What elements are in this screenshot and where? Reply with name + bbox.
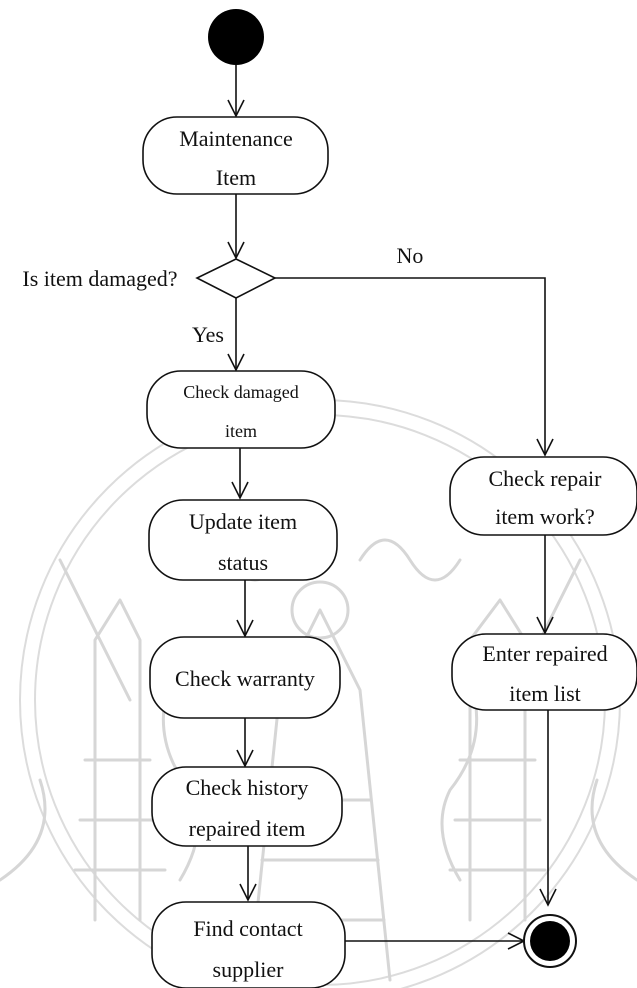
activity-label: status bbox=[218, 550, 268, 575]
no-label: No bbox=[397, 243, 424, 268]
edge-decision-no bbox=[275, 277, 554, 457]
flow-edges bbox=[227, 65, 557, 950]
activity-label: Check damaged bbox=[183, 382, 298, 402]
activity-check-history: Check history repaired item bbox=[151, 766, 343, 847]
activity-check-warranty: Check warranty bbox=[149, 636, 341, 719]
activity-maintenance-item: Maintenance Item bbox=[142, 116, 329, 195]
activity-find-contact-supplier: Find contact supplier bbox=[151, 901, 346, 988]
activity-label: Check repair bbox=[489, 466, 603, 491]
activity-label: item bbox=[225, 421, 257, 441]
activity-label: Check history bbox=[186, 775, 309, 800]
activity-label: Update item bbox=[189, 509, 297, 534]
activity-label: Maintenance bbox=[179, 126, 293, 151]
end-node bbox=[523, 914, 577, 968]
decision-question: Is item damaged? bbox=[22, 266, 177, 291]
activity-label: supplier bbox=[213, 957, 285, 982]
activity-label: Find contact bbox=[193, 916, 302, 941]
activity-check-damaged-item: Check damaged item bbox=[146, 370, 336, 449]
activity-enter-repaired-item-list: Enter repaired item list bbox=[451, 633, 637, 711]
activity-label: item list bbox=[509, 681, 581, 706]
activity-label: repaired item bbox=[189, 816, 306, 841]
activity-update-item-status: Update item status bbox=[148, 499, 338, 581]
start-node bbox=[208, 9, 264, 65]
activity-label: Item bbox=[216, 165, 256, 190]
decision-diamond bbox=[195, 258, 277, 299]
activity-label: Enter repaired bbox=[482, 641, 607, 666]
activity-check-repair-item-work: Check repair item work? bbox=[449, 456, 637, 536]
activity-label: Check warranty bbox=[175, 666, 315, 691]
yes-label: Yes bbox=[192, 322, 224, 347]
activity-label: item work? bbox=[495, 504, 595, 529]
